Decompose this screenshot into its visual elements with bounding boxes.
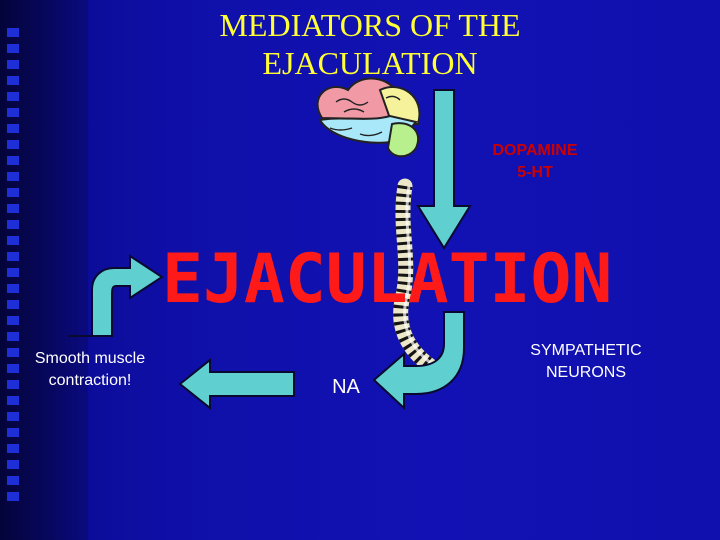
smooth-muscle-line-2: contraction!	[48, 372, 132, 389]
smooth-muscle-label: Smooth muscle contraction!	[10, 348, 170, 392]
title-line-2: EJACULATION	[262, 45, 478, 81]
sympathetic-line-2: NEURONS	[545, 364, 626, 381]
sympathetic-line-1: SYMPATHETIC	[530, 342, 642, 359]
u-turn-arrow-icon	[372, 311, 465, 411]
serotonin-label: 5-HT	[517, 164, 553, 181]
noradrenaline-label: NA	[332, 376, 360, 398]
smooth-muscle-line-1: Smooth muscle	[34, 350, 146, 367]
dopamine-label: DOPAMINE	[492, 142, 578, 159]
up-right-arrow-icon	[68, 254, 164, 337]
down-arrow-icon	[416, 89, 472, 250]
bullet-strip-decoration	[7, 28, 19, 508]
left-arrow-icon	[178, 357, 295, 411]
brain-icon	[316, 77, 421, 158]
title-line-1: MEDIATORS OF THE	[219, 7, 521, 43]
spinal-cord-icon	[393, 178, 448, 380]
sympathetic-neurons-label: SYMPATHETIC NEURONS	[496, 340, 676, 384]
ejaculation-main-label: EJACULATION	[162, 240, 613, 319]
brain-mediators-label: DOPAMINE 5-HT	[470, 140, 600, 184]
slide-title: MEDIATORS OF THE EJACULATION	[150, 6, 590, 82]
